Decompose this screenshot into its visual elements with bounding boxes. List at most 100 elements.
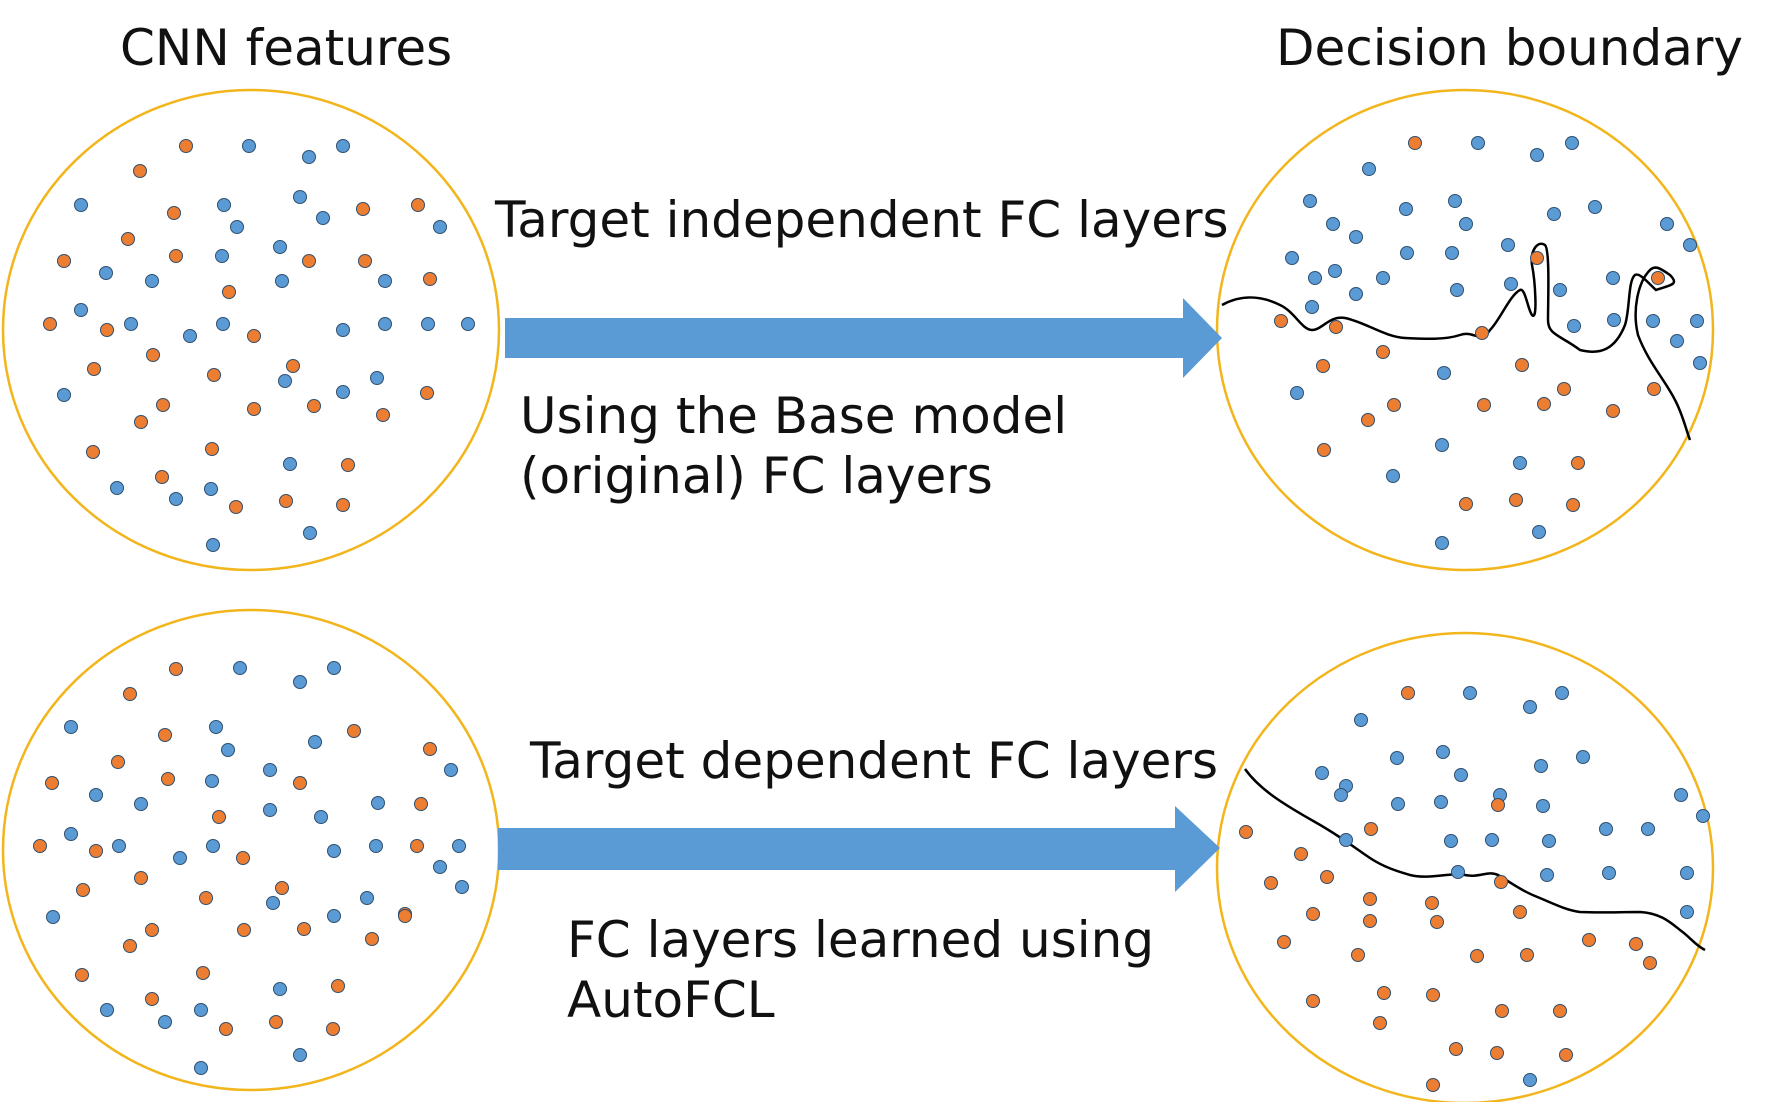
blue-feature-point (1386, 469, 1400, 483)
blue-feature-point (336, 139, 350, 153)
orange-feature-point (1647, 382, 1661, 396)
orange-feature-point (1509, 493, 1523, 507)
orange-feature-point (1426, 1078, 1440, 1092)
orange-feature-point (156, 398, 170, 412)
orange-feature-point (111, 755, 125, 769)
blue-feature-point (1437, 366, 1451, 380)
label-autofcl-line2: AutoFCL (567, 971, 775, 1029)
heading-decision-boundary: Decision boundary (1276, 19, 1743, 77)
decision-boundary-line-top (1221, 242, 1692, 441)
blue-feature-point (1534, 759, 1548, 773)
blue-feature-point (1451, 865, 1465, 879)
orange-feature-point (336, 498, 350, 512)
blue-feature-point (1607, 313, 1621, 327)
orange-feature-point (1495, 1004, 1509, 1018)
orange-feature-point (1470, 949, 1484, 963)
orange-feature-point (237, 923, 251, 937)
blue-feature-point (1391, 797, 1405, 811)
orange-feature-point (1430, 915, 1444, 929)
blue-feature-point (209, 720, 223, 734)
orange-feature-point (169, 662, 183, 676)
blue-feature-point (1326, 217, 1340, 231)
orange-feature-point (1629, 937, 1643, 951)
orange-feature-point (161, 772, 175, 786)
blue-feature-point (233, 661, 247, 675)
orange-feature-point (146, 348, 160, 362)
orange-feature-point (158, 728, 172, 742)
orange-feature-point (1306, 994, 1320, 1008)
orange-feature-point (1582, 933, 1596, 947)
blue-feature-point (1471, 136, 1485, 150)
orange-feature-point (1320, 870, 1334, 884)
orange-feature-point (411, 198, 425, 212)
orange-feature-point (297, 922, 311, 936)
orange-feature-point (1477, 398, 1491, 412)
orange-feature-point (347, 724, 361, 738)
blue-feature-point (293, 675, 307, 689)
blue-feature-point (1436, 745, 1450, 759)
blue-feature-point (336, 385, 350, 399)
orange-feature-point (1520, 948, 1534, 962)
orange-feature-point (155, 470, 169, 484)
blue-feature-point (1547, 207, 1561, 221)
orange-feature-point (307, 399, 321, 413)
orange-feature-point (1490, 1046, 1504, 1060)
orange-feature-point (229, 500, 243, 514)
blue-feature-point (64, 827, 78, 841)
orange-feature-point (1459, 497, 1473, 511)
blue-feature-point (1599, 822, 1613, 836)
blue-feature-point (1362, 162, 1376, 176)
blue-feature-point (206, 538, 220, 552)
orange-feature-point (1239, 825, 1253, 839)
blue-feature-point (1555, 686, 1569, 700)
blue-feature-point (1693, 356, 1707, 370)
blue-feature-point (1390, 751, 1404, 765)
arrow-bottom (498, 806, 1220, 892)
blue-feature-point (57, 388, 71, 402)
blue-feature-point (1315, 766, 1329, 780)
blue-feature-point (1290, 386, 1304, 400)
blue-feature-point (327, 844, 341, 858)
blue-feature-point (293, 190, 307, 204)
orange-feature-point (247, 402, 261, 416)
decision-boundary-circle-top (1215, 88, 1715, 572)
blue-feature-point (217, 198, 231, 212)
blue-feature-point (1354, 713, 1368, 727)
orange-feature-point (123, 687, 137, 701)
blue-feature-point (1670, 334, 1684, 348)
blue-feature-point (74, 303, 88, 317)
orange-feature-point (1401, 686, 1415, 700)
orange-feature-point (1537, 397, 1551, 411)
blue-feature-point (194, 1061, 208, 1075)
blue-feature-point (303, 526, 317, 540)
blue-feature-point (283, 457, 297, 471)
blue-feature-point (1530, 148, 1544, 162)
orange-feature-point (1373, 1016, 1387, 1030)
orange-feature-point (279, 494, 293, 508)
orange-feature-point (423, 742, 437, 756)
orange-feature-point (275, 881, 289, 895)
blue-feature-point (1696, 809, 1710, 823)
orange-feature-point (219, 1022, 233, 1036)
blue-feature-point (1445, 246, 1459, 260)
orange-feature-point (1363, 892, 1377, 906)
blue-feature-point (1454, 768, 1468, 782)
blue-feature-point (452, 839, 466, 853)
blue-feature-point (242, 139, 256, 153)
blue-feature-point (1567, 319, 1581, 333)
orange-feature-point (1651, 271, 1665, 285)
blue-feature-point (1553, 283, 1567, 297)
orange-feature-point (1449, 1042, 1463, 1056)
blue-feature-point (1680, 866, 1694, 880)
cnn-features-circle-bottom (1, 608, 501, 1092)
blue-feature-point (433, 220, 447, 234)
orange-feature-point (134, 415, 148, 429)
blue-feature-point (205, 774, 219, 788)
orange-feature-point (293, 776, 307, 790)
orange-feature-point (1277, 935, 1291, 949)
blue-feature-point (316, 211, 330, 225)
orange-feature-point (1426, 988, 1440, 1002)
heading-cnn-features: CNN features (120, 19, 453, 77)
blue-feature-point (308, 735, 322, 749)
orange-feature-point (86, 445, 100, 459)
